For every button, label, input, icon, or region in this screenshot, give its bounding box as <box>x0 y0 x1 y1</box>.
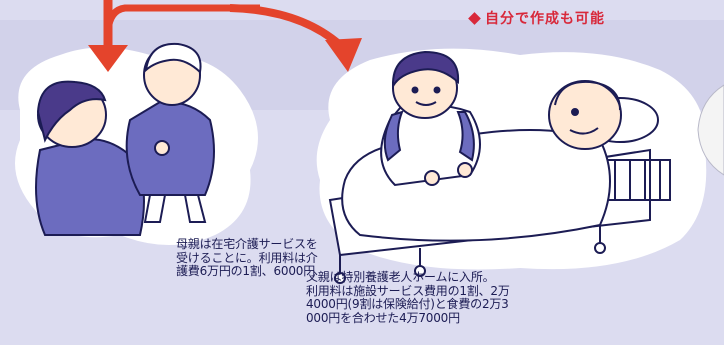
mother-caption-line: 護費6万円の1割、6000円 <box>176 264 316 278</box>
father-caption-line: 4000円(9割は保険給付)と食費の2万3 <box>306 297 509 311</box>
mother-caption: 母親は在宅介護サービスを 受けることに。利用料は介 護費6万円の1割、6000円 <box>176 237 318 279</box>
father-caption-line: 000円を合わせた4万7000円 <box>306 310 460 325</box>
mother-caption-line: 受けることに。利用料は介 <box>176 250 318 265</box>
father-caption: 父親は特別養護老人ホームに入所。 利用料は施設サービス費用の1割、2万 4000… <box>306 270 510 325</box>
note-text: 自分で作成も可能 <box>485 11 605 27</box>
right-scene-caregiver <box>380 50 481 187</box>
right-scene-elderly-man <box>548 80 622 150</box>
self-creation-note: 自分で作成も可能 <box>468 8 605 28</box>
split-arrows-icon <box>88 0 362 72</box>
left-scene-elderly-woman <box>125 42 215 223</box>
father-caption-line: 父親は特別養護老人ホームに入所。 <box>306 270 495 284</box>
father-caption-line: 利用料は施設サービス費用の1割、2万 <box>306 283 510 298</box>
left-scene-caregiver <box>35 80 167 236</box>
mother-caption-line: 母親は在宅介護サービスを <box>176 237 318 251</box>
diamond-icon <box>468 11 481 25</box>
page-tab <box>697 84 724 176</box>
